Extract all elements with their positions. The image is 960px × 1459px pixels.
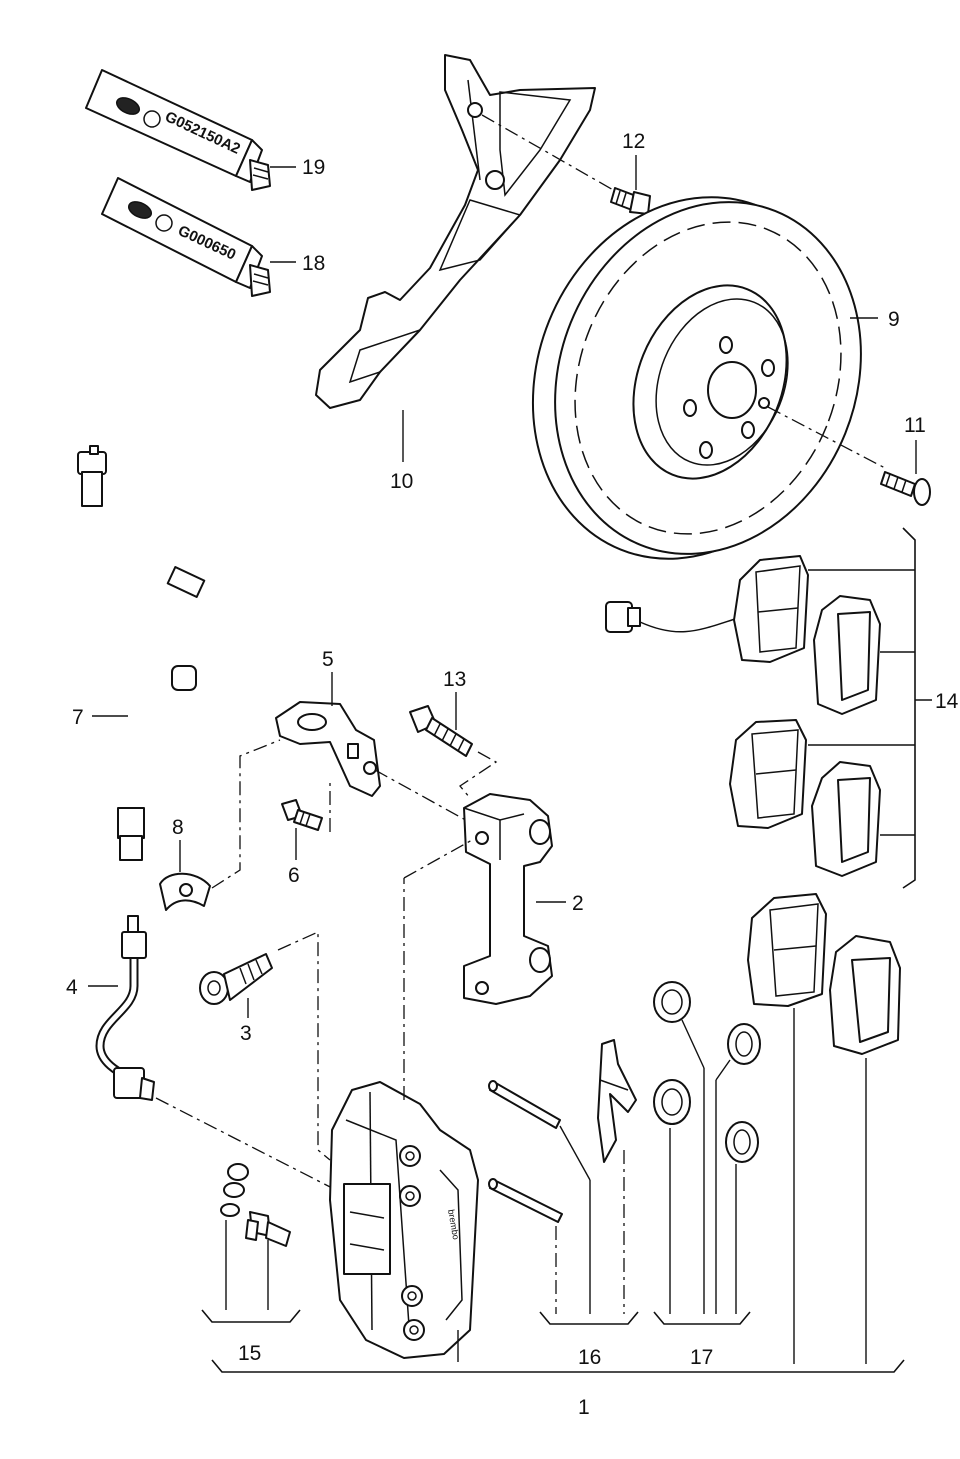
bolt-6: 6: [281, 780, 331, 887]
callout-5: 5: [322, 648, 334, 671]
screw-11: 11: [880, 414, 931, 506]
callout-2: 2: [572, 892, 584, 915]
bolt-13: 13: [409, 668, 498, 799]
callout-1: 1: [578, 1396, 590, 1419]
seal-kit-17: 17: [653, 981, 761, 1369]
callout-15: 15: [238, 1342, 261, 1365]
tube-18-logo-oval-icon: [127, 201, 153, 219]
callout-7: 7: [72, 706, 84, 729]
callout-3: 3: [240, 1022, 252, 1045]
tube-19-badge-icon: [143, 110, 161, 128]
callout-13: 13: [443, 668, 466, 691]
callout-14: 14: [935, 690, 959, 713]
tube-18-badge-icon: [155, 214, 173, 232]
callout-10: 10: [390, 470, 413, 493]
callout-4: 4: [66, 976, 78, 999]
callout-18: 18: [302, 252, 325, 275]
callout-16: 16: [578, 1346, 601, 1369]
bleeder-kit-15: 15: [201, 1163, 301, 1365]
callout-11: 11: [904, 414, 926, 437]
loose-pads: [747, 893, 901, 1364]
brake-pipe-4: 4: [66, 915, 337, 1191]
callout-6: 6: [288, 864, 300, 887]
callout-8: 8: [172, 816, 184, 839]
bolt-12: 12: [610, 130, 651, 215]
pad-set-14: 14: [605, 527, 959, 889]
callout-17: 17: [690, 1346, 713, 1369]
callout-9: 9: [888, 308, 900, 331]
grease-tube-18: G000650 18: [101, 177, 325, 297]
callout-19: 19: [302, 156, 325, 179]
caliper-carrier-2: 2: [463, 793, 584, 1005]
brake-caliper: brembo: [329, 839, 479, 1359]
clip-8: 8: [159, 739, 281, 911]
brake-hose-7: 7: [72, 445, 236, 861]
bracket-5: 5: [275, 648, 481, 829]
grease-tube-19: G052150A2 19: [85, 69, 325, 191]
assembly-1: 1: [211, 1330, 905, 1419]
brake-disc-9: 9: [531, 196, 900, 560]
callout-12: 12: [622, 130, 645, 153]
splash-shield-10: 10: [315, 54, 623, 493]
bolt-3: 3: [199, 930, 331, 1161]
pin-kit-16: 16: [488, 1039, 639, 1369]
tube-19-logo-oval-icon: [115, 97, 141, 115]
